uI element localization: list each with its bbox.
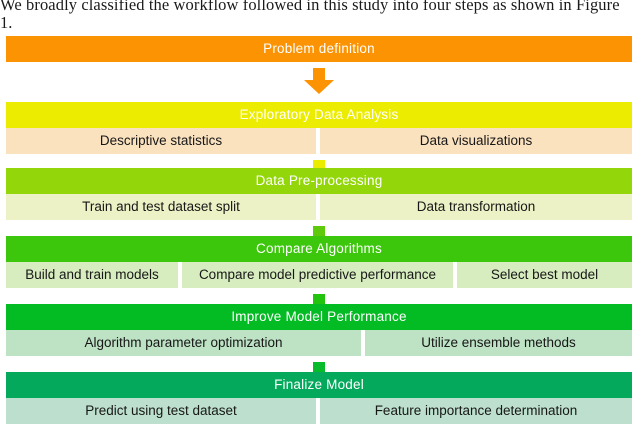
stage-compare-algorithms: Compare Algorithms Build and train model… [6, 236, 632, 288]
stage-finalize-model: Finalize Model Predict using test datase… [6, 372, 632, 424]
paragraph-line-2: 1. [0, 13, 13, 32]
stage-improve-model-performance: Improve Model Performance Algorithm para… [6, 304, 632, 356]
substep-predict-using-test-dataset: Predict using test dataset [6, 398, 316, 424]
substep-data-visualizations: Data visualizations [320, 128, 632, 154]
stage-substeps-data-pre-processing: Train and test dataset split Data transf… [6, 194, 632, 220]
stage-title-finalize-model: Finalize Model [6, 372, 632, 398]
stage-substeps-compare-algorithms: Build and train models Compare model pre… [6, 262, 632, 288]
arrow-problem-to-eda [304, 68, 334, 94]
paragraph-line-1: We broadly classified the workflow follo… [0, 0, 620, 14]
substep-select-best-model: Select best model [457, 262, 632, 288]
stage-title-exploratory-data-analysis: Exploratory Data Analysis [6, 102, 632, 128]
substep-train-test-split: Train and test dataset split [6, 194, 316, 220]
substep-data-transformation: Data transformation [320, 194, 632, 220]
substep-build-and-train-models: Build and train models [6, 262, 178, 288]
stage-substeps-improve-model-performance: Algorithm parameter optimization Utilize… [6, 330, 632, 356]
substep-descriptive-statistics: Descriptive statistics [6, 128, 316, 154]
stage-title-data-pre-processing: Data Pre-processing [6, 168, 632, 194]
substep-feature-importance-determination: Feature importance determination [320, 398, 632, 424]
stage-problem-definition: Problem definition [6, 36, 632, 62]
stage-exploratory-data-analysis: Exploratory Data Analysis Descriptive st… [6, 102, 632, 154]
stage-data-pre-processing: Data Pre-processing Train and test datas… [6, 168, 632, 220]
substep-utilize-ensemble-methods: Utilize ensemble methods [365, 330, 632, 356]
stage-substeps-finalize-model: Predict using test dataset Feature impor… [6, 398, 632, 424]
substep-algorithm-parameter-optimization: Algorithm parameter optimization [6, 330, 361, 356]
stage-title-improve-model-performance: Improve Model Performance [6, 304, 632, 330]
stage-title-problem-definition: Problem definition [6, 36, 632, 62]
substep-compare-model-predictive-performance: Compare model predictive performance [182, 262, 453, 288]
workflow-diagram: Problem definition Exploratory Data Anal… [0, 30, 640, 424]
body-paragraph: We broadly classified the workflow follo… [0, 0, 640, 32]
stage-title-compare-algorithms: Compare Algorithms [6, 236, 632, 262]
stage-substeps-exploratory-data-analysis: Descriptive statistics Data visualizatio… [6, 128, 632, 154]
